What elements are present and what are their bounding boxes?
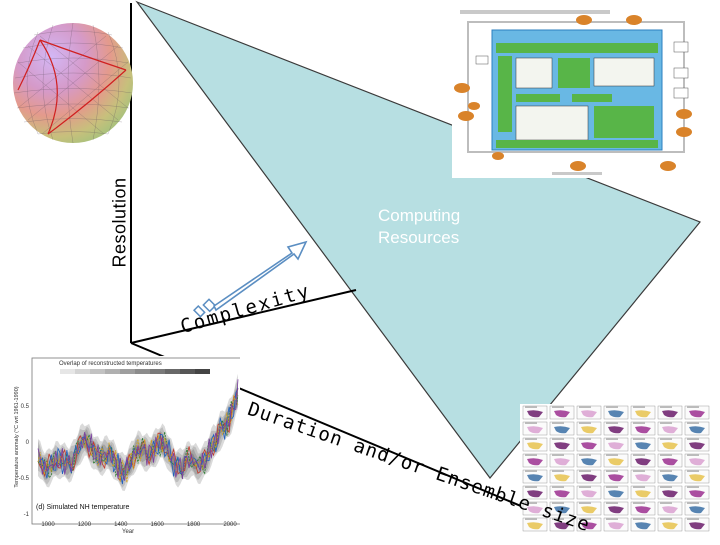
ensemble-map-title <box>606 486 618 488</box>
y-tick-label: 0.5 <box>21 404 30 410</box>
temperature-chart-ylabel: Temperature anomaly (°C wrt 1961-1990) <box>14 362 20 512</box>
x-tick-label: 1600 <box>151 522 165 528</box>
ensemble-map-title <box>606 406 618 408</box>
ensemble-map-title <box>552 454 564 456</box>
ensemble-map-title <box>552 470 564 472</box>
model-schematic-icon <box>452 8 698 178</box>
legend-swatch <box>75 369 90 374</box>
temperature-chart-title: Overlap of reconstructed temperatures <box>59 361 162 367</box>
ensemble-map-title <box>525 470 537 472</box>
ensemble-map-title <box>687 518 699 520</box>
legend-swatch <box>105 369 120 374</box>
ensemble-map-title <box>687 486 699 488</box>
ensemble-map-title <box>633 406 645 408</box>
legend-swatch <box>90 369 105 374</box>
legend-swatch <box>120 369 135 374</box>
computing-resources-label: Computing Resources <box>378 205 498 249</box>
ensemble-map-title <box>552 486 564 488</box>
ensemble-map-title <box>579 422 591 424</box>
y-tick-label: -0.5 <box>19 476 30 482</box>
ensemble-map-title <box>525 486 537 488</box>
x-tick-label: 1800 <box>187 522 201 528</box>
ensemble-map-title <box>606 438 618 440</box>
ensemble-map-title <box>633 438 645 440</box>
legend-swatch <box>150 369 165 374</box>
y-tick-label: -1 <box>24 512 30 518</box>
legend-swatch <box>195 369 210 374</box>
ensemble-map-title <box>660 518 672 520</box>
ensemble-map-title <box>660 486 672 488</box>
ensemble-map-title <box>687 438 699 440</box>
ensemble-map-title <box>633 422 645 424</box>
ensemble-map-title <box>660 438 672 440</box>
ensemble-map-title <box>552 406 564 408</box>
ensemble-map-title <box>579 406 591 408</box>
x-tick-label: 2000 <box>223 522 237 528</box>
ensemble-map-title <box>660 406 672 408</box>
ensemble-map-title <box>633 518 645 520</box>
legend-swatch <box>180 369 195 374</box>
ensemble-map-title <box>660 502 672 504</box>
ensemble-map-title <box>552 438 564 440</box>
ensemble-map-title <box>606 422 618 424</box>
ensemble-map-title <box>606 454 618 456</box>
ensemble-map-title <box>579 486 591 488</box>
ensemble-map-title <box>660 422 672 424</box>
resolution-axis-label: Resolution <box>110 143 131 303</box>
ensemble-map-title <box>579 502 591 504</box>
ensemble-map-title <box>525 422 537 424</box>
ensemble-map-title <box>687 502 699 504</box>
ensemble-map-title <box>606 502 618 504</box>
ensemble-map-title <box>687 454 699 456</box>
ensemble-map-title <box>660 454 672 456</box>
ensemble-map-title <box>552 422 564 424</box>
ensemble-map-title <box>606 518 618 520</box>
ensemble-map-title <box>633 502 645 504</box>
ensemble-map-title <box>687 422 699 424</box>
chart-legend-swatches <box>60 369 210 374</box>
temperature-chart-xlabel: Year <box>122 529 134 535</box>
ensemble-map-title <box>687 470 699 472</box>
ensemble-map-title <box>633 486 645 488</box>
legend-swatch <box>135 369 150 374</box>
ensemble-map-title <box>579 438 591 440</box>
ensemble-map-title <box>525 438 537 440</box>
geodesic-sphere-icon <box>10 16 136 150</box>
ensemble-map-title <box>660 470 672 472</box>
x-tick-label: 1400 <box>114 522 128 528</box>
ensemble-map-title <box>633 470 645 472</box>
temperature-chart-caption: (d) Simulated NH temperature <box>36 504 129 511</box>
legend-swatch <box>60 369 75 374</box>
ensemble-map-title <box>606 470 618 472</box>
ensemble-map-title <box>633 454 645 456</box>
x-tick-label: 1000 <box>41 522 55 528</box>
legend-swatch <box>165 369 180 374</box>
ensemble-map-title <box>579 470 591 472</box>
ensemble-map-title <box>687 406 699 408</box>
ensemble-map-title <box>579 454 591 456</box>
x-tick-label: 1200 <box>78 522 92 528</box>
ensemble-map-title <box>525 406 537 408</box>
temperature-chart-inset: 0.50-0.5-1 100012001400160018002000 Over… <box>2 356 240 540</box>
ensemble-map-title <box>525 454 537 456</box>
